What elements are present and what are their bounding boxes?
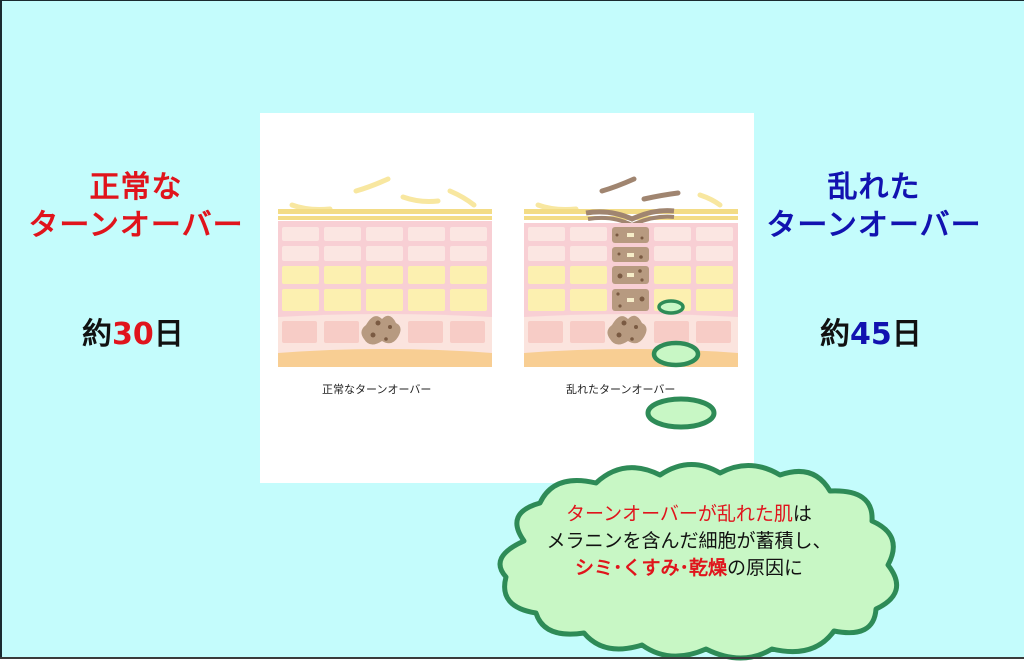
disrupted-title-line2: ターンオーバー <box>766 208 982 243</box>
disrupted-skin-diagram <box>524 176 738 367</box>
skin-illustration-panel: 正常なターンオーバー 乱れたターンオーバー <box>260 113 754 483</box>
cloud-line-3-highlight: シミ･くすみ･乾燥 <box>574 557 727 579</box>
normal-days-label: 約30日 <box>82 317 184 353</box>
normal-days-value: 30 <box>112 317 154 352</box>
disrupted-days-prefix: 約 <box>820 317 850 352</box>
disrupted-days-value: 45 <box>850 317 892 352</box>
normal-skin-diagram <box>278 176 492 367</box>
disrupted-title-line1: 乱れた <box>827 170 921 205</box>
skin-layer-diagram-icon <box>278 176 738 430</box>
cloud-callout: ターンオーバーが乱れた肌は メラニンを含んだ細胞が蓄積し、 シミ･くすみ･乾燥の… <box>484 453 914 663</box>
cloud-shape-icon <box>497 462 900 661</box>
bottom-border <box>0 657 1024 659</box>
disrupted-turnover-caption: 乱れたターンオーバー <box>566 383 676 396</box>
cloud-line-1-rest: は <box>792 503 812 525</box>
cloud-line-3: シミ･くすみ･乾燥の原因に <box>484 555 894 582</box>
normal-days-suffix: 日 <box>153 317 184 352</box>
normal-title-line2: ターンオーバー <box>28 208 244 243</box>
normal-days-prefix: 約 <box>82 317 112 352</box>
disrupted-turnover-title: 乱れた ターンオーバー <box>754 169 994 245</box>
normal-turnover-title: 正常な ターンオーバー <box>16 169 256 245</box>
cloud-message: ターンオーバーが乱れた肌は メラニンを含んだ細胞が蓄積し、 シミ･くすみ･乾燥の… <box>484 501 894 582</box>
disrupted-days-suffix: 日 <box>891 317 922 352</box>
cloud-line-2: メラニンを含んだ細胞が蓄積し、 <box>546 530 832 552</box>
normal-turnover-caption: 正常なターンオーバー <box>322 383 432 396</box>
disrupted-days-label: 約45日 <box>820 317 922 353</box>
normal-title-line1: 正常な <box>89 170 183 205</box>
thought-bubble-dots <box>645 299 717 430</box>
cloud-line-1: ターンオーバーが乱れた肌は <box>484 501 894 528</box>
cloud-line-1-highlight: ターンオーバーが乱れた肌 <box>566 503 793 525</box>
cloud-line-3-rest: の原因に <box>727 557 804 579</box>
